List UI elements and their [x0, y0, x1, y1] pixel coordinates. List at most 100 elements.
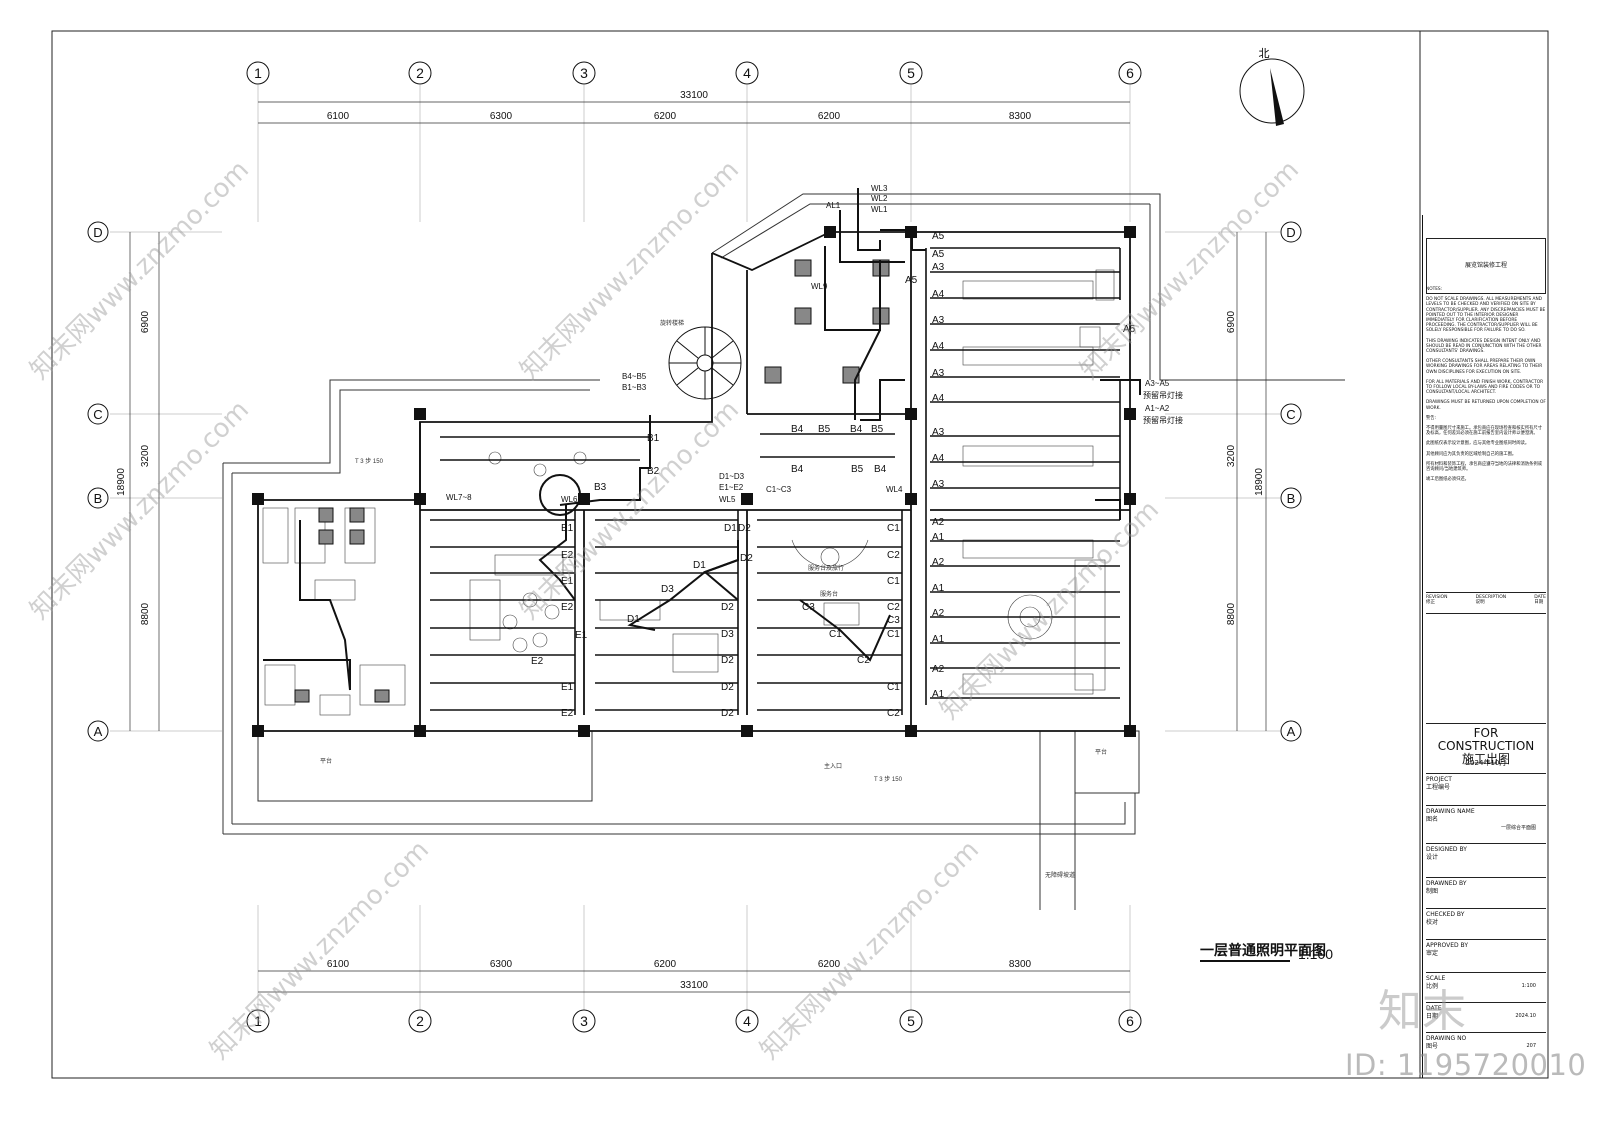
note-8: 此图纸仅表示设计意图，应与其他专业图纸同时阅读。: [1426, 441, 1530, 447]
grid-col-2-bottom: 2: [416, 1013, 424, 1029]
lum-d-m2: D3: [661, 584, 674, 595]
lum-a3-top: A3: [932, 262, 945, 273]
note-7: 不得用量图尺寸来施工。承包商应在现场检查和核实所有尺寸及标高，任何差异必须在施工…: [1426, 426, 1543, 437]
top-span-1: 6100: [327, 111, 350, 122]
top-span-4: 6200: [818, 111, 841, 122]
lum-b-r1-2: B5: [818, 424, 831, 435]
lum-d-r7: D2: [721, 708, 734, 719]
lum-a-13: A2: [932, 608, 945, 619]
lum-c-r3: C1: [887, 576, 900, 587]
circuit-wl2: WL2: [871, 194, 888, 203]
lum-a5-top-2: A5: [932, 249, 945, 260]
sheet-border: [51, 30, 1549, 1079]
circuit-al1: AL1: [826, 201, 841, 210]
top-total-dimension: 33100: [680, 90, 708, 101]
label-step-note-bottom: T 3 步 150: [874, 775, 903, 783]
lum-a5-side: A5: [905, 275, 918, 286]
lum-d-m3: D1: [627, 614, 640, 625]
lum-c-r7: C2: [887, 708, 900, 719]
lum-a-9: A2: [932, 517, 945, 528]
circuit-b1-b3: B1~B3: [622, 383, 647, 392]
drawing-no-cn: 图号: [1426, 1043, 1439, 1050]
scale-label: SCALE: [1426, 975, 1446, 982]
drawing-name-value: 一层综合平面图: [1500, 825, 1536, 831]
date-value: 2024.10: [1515, 1013, 1536, 1019]
grid-col-1-bottom: 1: [254, 1013, 262, 1029]
lum-b-r1-1: B4: [791, 424, 804, 435]
lum-b-r2-3: B4: [874, 464, 887, 475]
bottom-span-4: 6200: [818, 959, 841, 970]
lum-e-8: E2: [561, 708, 574, 719]
top-dimension-text: 33100 6100 6300 6200 6200 8300: [327, 90, 1032, 122]
grid-col-6-bottom: 6: [1126, 1013, 1134, 1029]
bottom-span-1: 6100: [327, 959, 350, 970]
lum-c-r1: C1: [887, 523, 900, 534]
project-field: PROJECT 工程编号: [1426, 773, 1546, 802]
label-ramp: 无障碍坡道: [1045, 871, 1075, 879]
grid-row-A-right: A: [1287, 724, 1296, 739]
drawned-field: DRAWNED BY 制图: [1426, 877, 1546, 908]
note-6: 警告:: [1426, 415, 1437, 421]
grid-row-C-right: C: [1286, 407, 1295, 422]
lum-a5-mid: A5: [1123, 324, 1136, 335]
drawing-title: 一层普通照明平面图: [1200, 942, 1326, 958]
reserve-label-1: 预留吊灯接: [1143, 390, 1183, 400]
scale-value: 1:100: [1521, 983, 1536, 989]
revision-cn: 修正: [1426, 600, 1435, 605]
lum-c-m3: C2: [857, 655, 870, 666]
circuit-wl4: WL4: [886, 485, 903, 494]
circuit-wl7-8: WL7~8: [446, 493, 472, 502]
right-span-2: 3200: [1226, 444, 1237, 467]
lum-b-r1-4: B5: [871, 424, 884, 435]
note-1: DO NOT SCALE DRAWINGS. ALL MEASUREMENTS …: [1426, 297, 1546, 334]
circuit-e1-e2: E1~E2: [719, 483, 744, 492]
walls: [257, 231, 1131, 732]
checked-cn: 校对: [1426, 919, 1439, 926]
grid-col-3-top: 3: [580, 65, 588, 81]
grid-row-D-left: D: [93, 225, 102, 240]
lum-c-r2: C2: [887, 550, 900, 561]
drawned-cn: 制图: [1426, 888, 1439, 895]
label-terrace-left: 平台: [320, 757, 332, 765]
grid-row-D-right: D: [1286, 225, 1295, 240]
lum-b3: B3: [594, 482, 607, 493]
bottom-span-3: 6200: [654, 959, 677, 970]
lum-e-2: E2: [561, 550, 574, 561]
title-block: 展览馆装修工程 NOTES: DO NOT SCALE DRAWINGS. AL…: [1422, 215, 1549, 1078]
lum-d-r5: D2: [721, 655, 734, 666]
note-3: OTHER CONSULTANTS SHALL PREPARE THEIR OW…: [1426, 359, 1543, 375]
lum-c-m2: C1: [829, 629, 842, 640]
grid-row-A-left: A: [94, 724, 103, 739]
project-label: PROJECT: [1426, 776, 1452, 783]
lum-a-12: A1: [932, 583, 945, 594]
lum-c-m1: C3: [802, 602, 815, 613]
note-4: FOR ALL MATERIALS AND FINISH WORK, CONTR…: [1426, 379, 1544, 396]
designed-label: DESIGNED BY: [1426, 846, 1467, 853]
room-labels: 主入口 无障碍坡道 T 3 步 150 T 3 步 150 服务台及旅行 服务台…: [320, 319, 1107, 879]
grid-bubbles-right: D C B A: [1280, 221, 1302, 742]
lum-a-5: A4: [932, 393, 945, 404]
lum-b-r2-1: B4: [791, 464, 804, 475]
label-step-note-top: T 3 步 150: [355, 457, 384, 465]
checked-field: CHECKED BY 校对: [1426, 908, 1546, 939]
grid-bubbles-bottom: 1 2 3 4 5 6: [246, 1009, 1142, 1033]
left-span-1: 6900: [140, 310, 151, 333]
date-label: DATE: [1534, 595, 1546, 600]
circuit-a3-a5: A3~A5: [1145, 379, 1170, 388]
lum-a-4: A3: [932, 368, 945, 379]
lum-b2: B2: [647, 466, 660, 477]
grid-bubbles-left: D C B A: [87, 221, 109, 742]
approved-field: APPROVED BY 审定: [1426, 939, 1546, 970]
right-total-dimension: 18900: [1254, 468, 1265, 496]
left-span-2: 3200: [140, 444, 151, 467]
approved-cn: 审定: [1426, 950, 1439, 957]
lum-a-10: A1: [932, 532, 945, 543]
project-cn: 工程编号: [1426, 784, 1451, 791]
grid-row-C-left: C: [93, 407, 102, 422]
top-span-5: 8300: [1009, 111, 1032, 122]
lum-a-11: A2: [932, 557, 945, 568]
date-cn: 日期: [1534, 600, 1544, 605]
lum-e-3: E1: [561, 576, 574, 587]
lum-c-r4: C2: [887, 602, 900, 613]
right-dimension-text: 6900 3200 8800 18900: [1226, 310, 1265, 625]
